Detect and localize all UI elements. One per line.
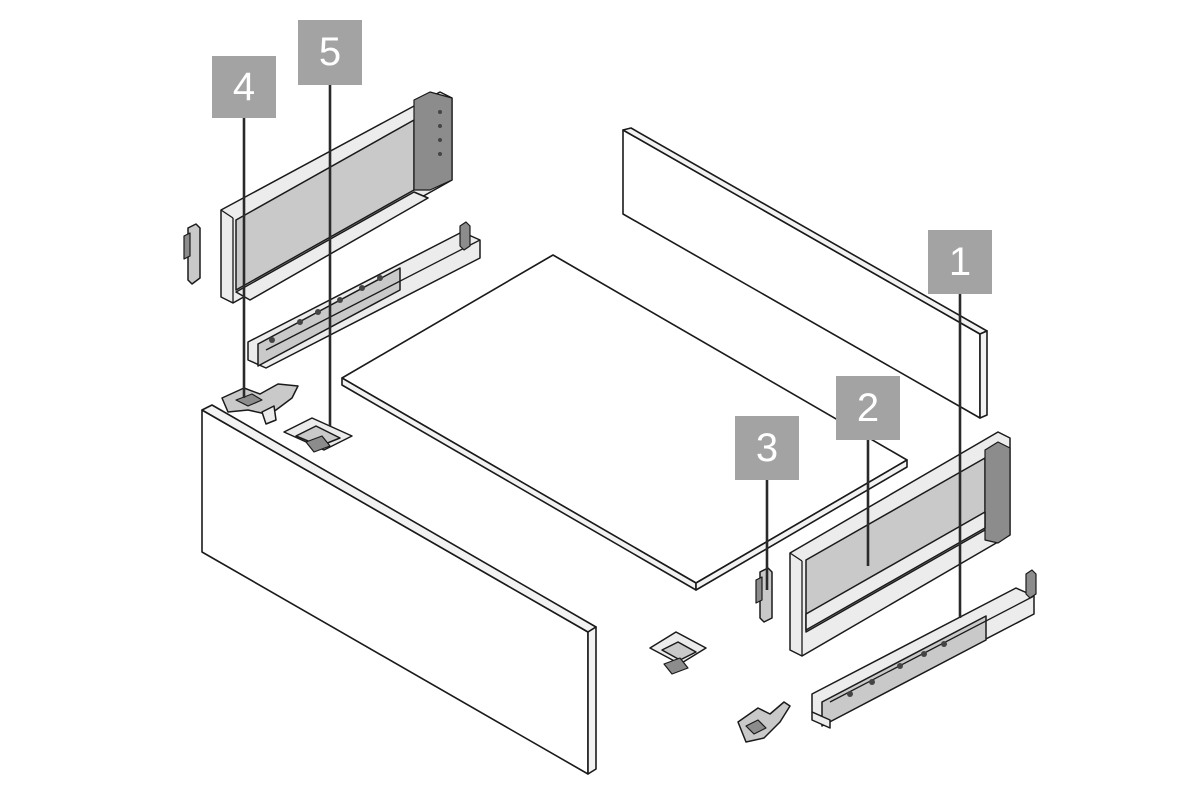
back-panel bbox=[622, 127, 988, 419]
right-rear-clip bbox=[755, 567, 773, 623]
front-panel bbox=[201, 404, 597, 775]
callout-5: 5 bbox=[298, 20, 362, 85]
callout-2-number: 2 bbox=[857, 386, 879, 430]
callout-1: 1 bbox=[928, 230, 992, 294]
callout-2: 2 bbox=[836, 376, 900, 440]
callout-3-number: 3 bbox=[756, 426, 778, 470]
left-front-bracket bbox=[283, 417, 353, 453]
right-runner bbox=[811, 569, 1037, 729]
callout-3: 3 bbox=[735, 416, 799, 480]
callout-4-number: 4 bbox=[233, 65, 255, 109]
right-front-bracket bbox=[649, 631, 707, 675]
callout-4: 4 bbox=[212, 56, 276, 118]
right-drawer-side bbox=[789, 431, 1011, 657]
callout-1-number: 1 bbox=[949, 240, 971, 284]
callout-5-number: 5 bbox=[319, 30, 341, 74]
left-locking-device bbox=[221, 383, 299, 425]
left-drawer-side bbox=[220, 91, 453, 304]
right-locking-device bbox=[737, 701, 791, 743]
left-rear-clip bbox=[183, 223, 201, 285]
